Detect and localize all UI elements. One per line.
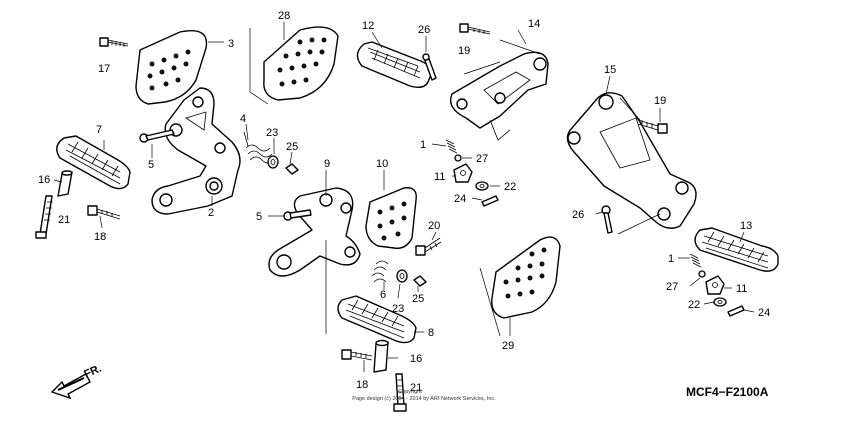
part-27-ball-right[interactable]: [698, 270, 706, 278]
callout-24-right: 24: [758, 307, 770, 319]
callout-10: 10: [376, 158, 388, 170]
callout-1-right: 1: [668, 253, 674, 265]
part-8-footpeg[interactable]: [337, 295, 417, 344]
heel-plate-10-holes: [377, 201, 407, 241]
callout-1-center: 1: [420, 139, 426, 151]
callout-22-center: 22: [504, 181, 516, 193]
callout-17: 17: [98, 63, 110, 75]
part-19-bolt-right[interactable]: [637, 119, 668, 134]
callout-27-center: 27: [476, 153, 488, 165]
part-10-heel-plate[interactable]: [365, 187, 417, 249]
callout-18-center: 18: [356, 379, 368, 391]
part-13-footpeg[interactable]: [694, 227, 779, 272]
part-14-bracket[interactable]: [449, 39, 549, 141]
direction-label: FR.: [82, 363, 103, 381]
part-29-heel-plate[interactable]: [479, 236, 561, 337]
diagram-code: MCF4−F2100A: [686, 385, 769, 399]
part-16-collar-center[interactable]: [373, 339, 389, 373]
callout-2: 2: [208, 207, 214, 219]
heel-plate-29-holes: [503, 247, 547, 299]
part-24-clip-center[interactable]: [481, 195, 499, 207]
part-24-clip-right[interactable]: [727, 305, 745, 317]
part-2-step-holder[interactable]: [151, 87, 241, 215]
part-21-bolt-center[interactable]: [393, 373, 407, 412]
part-18-bolt-left[interactable]: [87, 205, 121, 220]
callout-20: 20: [428, 220, 440, 232]
callout-5-upper: 5: [148, 159, 154, 171]
part-23-washer-center[interactable]: [396, 269, 408, 283]
part-27-ball-center[interactable]: [454, 154, 462, 162]
part-15-step-holder[interactable]: [566, 92, 697, 235]
callout-25-upper: 25: [286, 141, 298, 153]
leader-lines: [53, 22, 755, 372]
callout-15: 15: [604, 64, 616, 76]
callout-16-center: 16: [410, 353, 422, 365]
callout-18-left: 18: [94, 231, 106, 243]
callout-21-center: 21: [410, 382, 422, 394]
part-21-bolt-left[interactable]: [35, 195, 53, 239]
part-12-footpeg[interactable]: [356, 41, 433, 89]
callout-23-center: 23: [392, 303, 404, 315]
callout-26-upper: 26: [418, 24, 430, 36]
callout-29: 29: [502, 340, 514, 352]
direction-arrow: FR.: [50, 363, 103, 400]
callout-8: 8: [428, 327, 434, 339]
callout-14: 14: [528, 18, 540, 30]
callout-26-right: 26: [572, 209, 584, 221]
callout-23-upper: 23: [266, 127, 278, 139]
part-9-step-holder[interactable]: [268, 170, 361, 334]
callout-27-right: 27: [666, 281, 678, 293]
part-1-spring-center[interactable]: [445, 139, 458, 154]
part-17-bolt[interactable]: [99, 37, 129, 47]
part-11-cover-center[interactable]: [453, 163, 473, 183]
part-22-nut-center[interactable]: [475, 181, 489, 191]
callout-4: 4: [240, 113, 246, 125]
part-22-nut-right[interactable]: [713, 297, 727, 307]
callout-24-center: 24: [454, 193, 466, 205]
callout-11-center: 11: [434, 171, 445, 183]
part-16-collar-left[interactable]: [57, 170, 73, 197]
part-19-bolt-upper[interactable]: [459, 23, 491, 35]
part-25-clip-center[interactable]: [413, 275, 427, 287]
part-1-spring-right[interactable]: [689, 253, 702, 268]
callout-11-right: 11: [736, 283, 747, 295]
callout-22-right: 22: [688, 299, 700, 311]
copyright-line-1: Copyright: [398, 389, 422, 395]
part-5-pin-upper[interactable]: [139, 129, 175, 143]
callout-19-right: 19: [654, 95, 666, 107]
part-20-bolt[interactable]: [415, 237, 442, 256]
heel-guard-28-holes: [277, 37, 327, 87]
callout-3: 3: [228, 38, 234, 50]
part-18-bolt-center[interactable]: [341, 349, 373, 361]
callout-numbers: 3 17 28 12 26 19 14 7 5 4 23 25 16 21 18…: [38, 10, 770, 394]
callout-21-left: 21: [58, 214, 70, 226]
callout-7: 7: [96, 124, 102, 136]
part-25-clip-upper[interactable]: [285, 163, 299, 175]
part-28-heel-guard[interactable]: [249, 26, 339, 105]
part-26-pin-upper[interactable]: [422, 53, 437, 81]
callout-5-center: 5: [256, 211, 262, 223]
part-7-footpeg[interactable]: [56, 135, 131, 190]
part-5-pin-center[interactable]: [283, 209, 312, 221]
callout-25-center: 25: [412, 293, 424, 305]
callout-19-upper: 19: [458, 45, 470, 57]
part-3-heel-guard[interactable]: [135, 30, 208, 105]
part-6-spring[interactable]: [371, 260, 389, 283]
callout-6: 6: [380, 289, 386, 301]
callout-12: 12: [362, 20, 374, 32]
callout-28: 28: [278, 10, 290, 22]
callout-9: 9: [324, 158, 330, 170]
callout-16-left: 16: [38, 174, 50, 186]
part-23-washer-upper[interactable]: [267, 155, 279, 169]
part-26-pin-right[interactable]: [601, 205, 613, 234]
part-11-cover-right[interactable]: [705, 275, 725, 295]
heel-guard-holes: [147, 49, 191, 91]
callout-13: 13: [740, 220, 752, 232]
copyright-line-2: Page design (c) 2004 - 2014 by ARI Netwo…: [352, 396, 496, 402]
copyright: Copyright Page design (c) 2004 - 2014 by…: [352, 389, 496, 402]
